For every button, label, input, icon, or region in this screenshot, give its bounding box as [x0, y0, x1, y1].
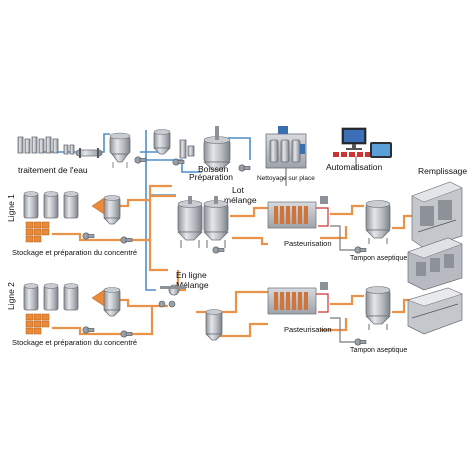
- drink-prep-label-1: Boisson: [198, 164, 229, 174]
- tablet-icon: [370, 142, 392, 158]
- prep-tank-main: [202, 126, 232, 171]
- batch-label-2: mélange: [224, 195, 257, 205]
- pasteuriser-line-2: Pasteurisation: [267, 282, 332, 334]
- batch-tank-1: [177, 196, 203, 248]
- inline-buffer-tank: [205, 309, 223, 341]
- cip-unit: Nettoyage sur place: [257, 126, 315, 182]
- network-nodes: [333, 152, 371, 157]
- scada-monitor-icon: [341, 127, 367, 150]
- inline-mixing-section: En ligne Mélange: [158, 270, 223, 341]
- filling-machine-1: [411, 181, 463, 249]
- aseptic-label-2: Tampon aseptique: [350, 347, 407, 354]
- inline-label-2: Mélange: [176, 280, 209, 290]
- prep-tank-line-1: [103, 195, 121, 225]
- line-2-label: Ligne 2: [6, 282, 16, 310]
- batch-label-1: Lot: [232, 185, 244, 195]
- crates-line-2: [25, 313, 50, 335]
- automation-section: Automatisation: [326, 127, 392, 172]
- prep-tank-line-2: [103, 287, 121, 317]
- filling-label: Remplissage: [418, 166, 467, 176]
- drink-preparation-section: Boisson Préparation: [153, 126, 251, 182]
- storage-label-line-1: Stockage et préparation du concentré: [12, 248, 137, 257]
- dumper-line-2: [91, 289, 105, 307]
- inline-label-1: En ligne: [176, 270, 207, 280]
- water-treatment-section: traitement de l'eau: [17, 132, 147, 175]
- filling-machine-3: [407, 287, 463, 335]
- utility-pipes: [285, 156, 357, 343]
- line-2-section: Ligne 2 Stockage et: [6, 282, 137, 347]
- aseptic-tank-line-1: Tampon aseptique: [350, 200, 407, 262]
- pasteurisation-label-2: Pasteurisation: [284, 325, 332, 334]
- water-filters: [17, 136, 75, 155]
- batch-mixing-section: Lot mélange: [177, 185, 257, 254]
- filling-section: Remplissage: [407, 166, 467, 335]
- aseptic-label-1: Tampon aseptique: [350, 255, 407, 262]
- filling-machine-2: [407, 237, 463, 291]
- uv-sterilizer: [75, 148, 103, 158]
- pasteurisation-label-1: Pasteurisation: [284, 239, 332, 248]
- drink-prep-label-2: Préparation: [189, 172, 233, 182]
- water-tank: [109, 132, 131, 168]
- water-treatment-label: traitement de l'eau: [18, 165, 88, 175]
- automation-label: Automatisation: [326, 162, 382, 172]
- batch-tank-2: [203, 196, 229, 248]
- dumper-line-1: [91, 197, 105, 215]
- concentrate-tanks-line-2: [23, 283, 79, 311]
- pasteuriser-line-1: Pasteurisation: [267, 196, 332, 248]
- product-pipes: [52, 184, 414, 338]
- storage-label-line-2: Stockage et préparation du concentré: [12, 338, 137, 347]
- crates-line-1: [25, 221, 50, 243]
- inline-mixer: [158, 284, 186, 308]
- sugar-dissolver: [153, 129, 171, 155]
- cip-label: Nettoyage sur place: [257, 175, 315, 182]
- line-1-section: Ligne 1 Stockage et: [6, 191, 137, 257]
- aseptic-tank-line-2: Tampon aseptique: [350, 286, 407, 354]
- prep-filter: [179, 139, 195, 159]
- line-1-label: Ligne 1: [6, 194, 16, 222]
- concentrate-tanks-line-1: [23, 191, 79, 219]
